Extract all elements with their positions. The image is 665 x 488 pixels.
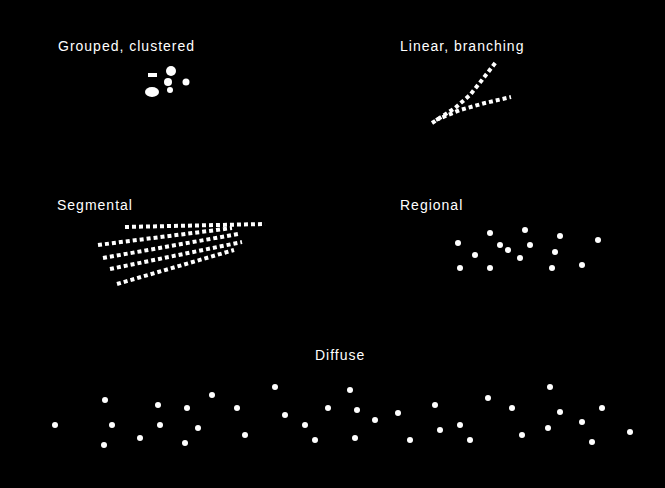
segmental [98,224,265,284]
calcification-line [125,224,265,227]
pattern-label: Linear, branching [400,38,524,54]
diffuse [52,384,633,448]
pattern-label: Regional [400,197,463,213]
calcification-line [436,97,511,120]
grouped-cluster [145,66,190,97]
calcification [166,66,176,76]
regional [455,227,601,271]
calcification [164,78,172,86]
calcification [183,79,190,86]
calcification [145,87,159,97]
pattern-label: Grouped, clustered [58,38,195,54]
calcification [148,73,157,77]
linear-branching [432,62,511,123]
pattern-label: Diffuse [315,347,365,363]
calcification-line [432,62,496,123]
calcification-line [98,228,232,245]
pattern-label: Segmental [57,197,133,213]
calcification-line [117,250,234,284]
calcification [167,87,173,93]
